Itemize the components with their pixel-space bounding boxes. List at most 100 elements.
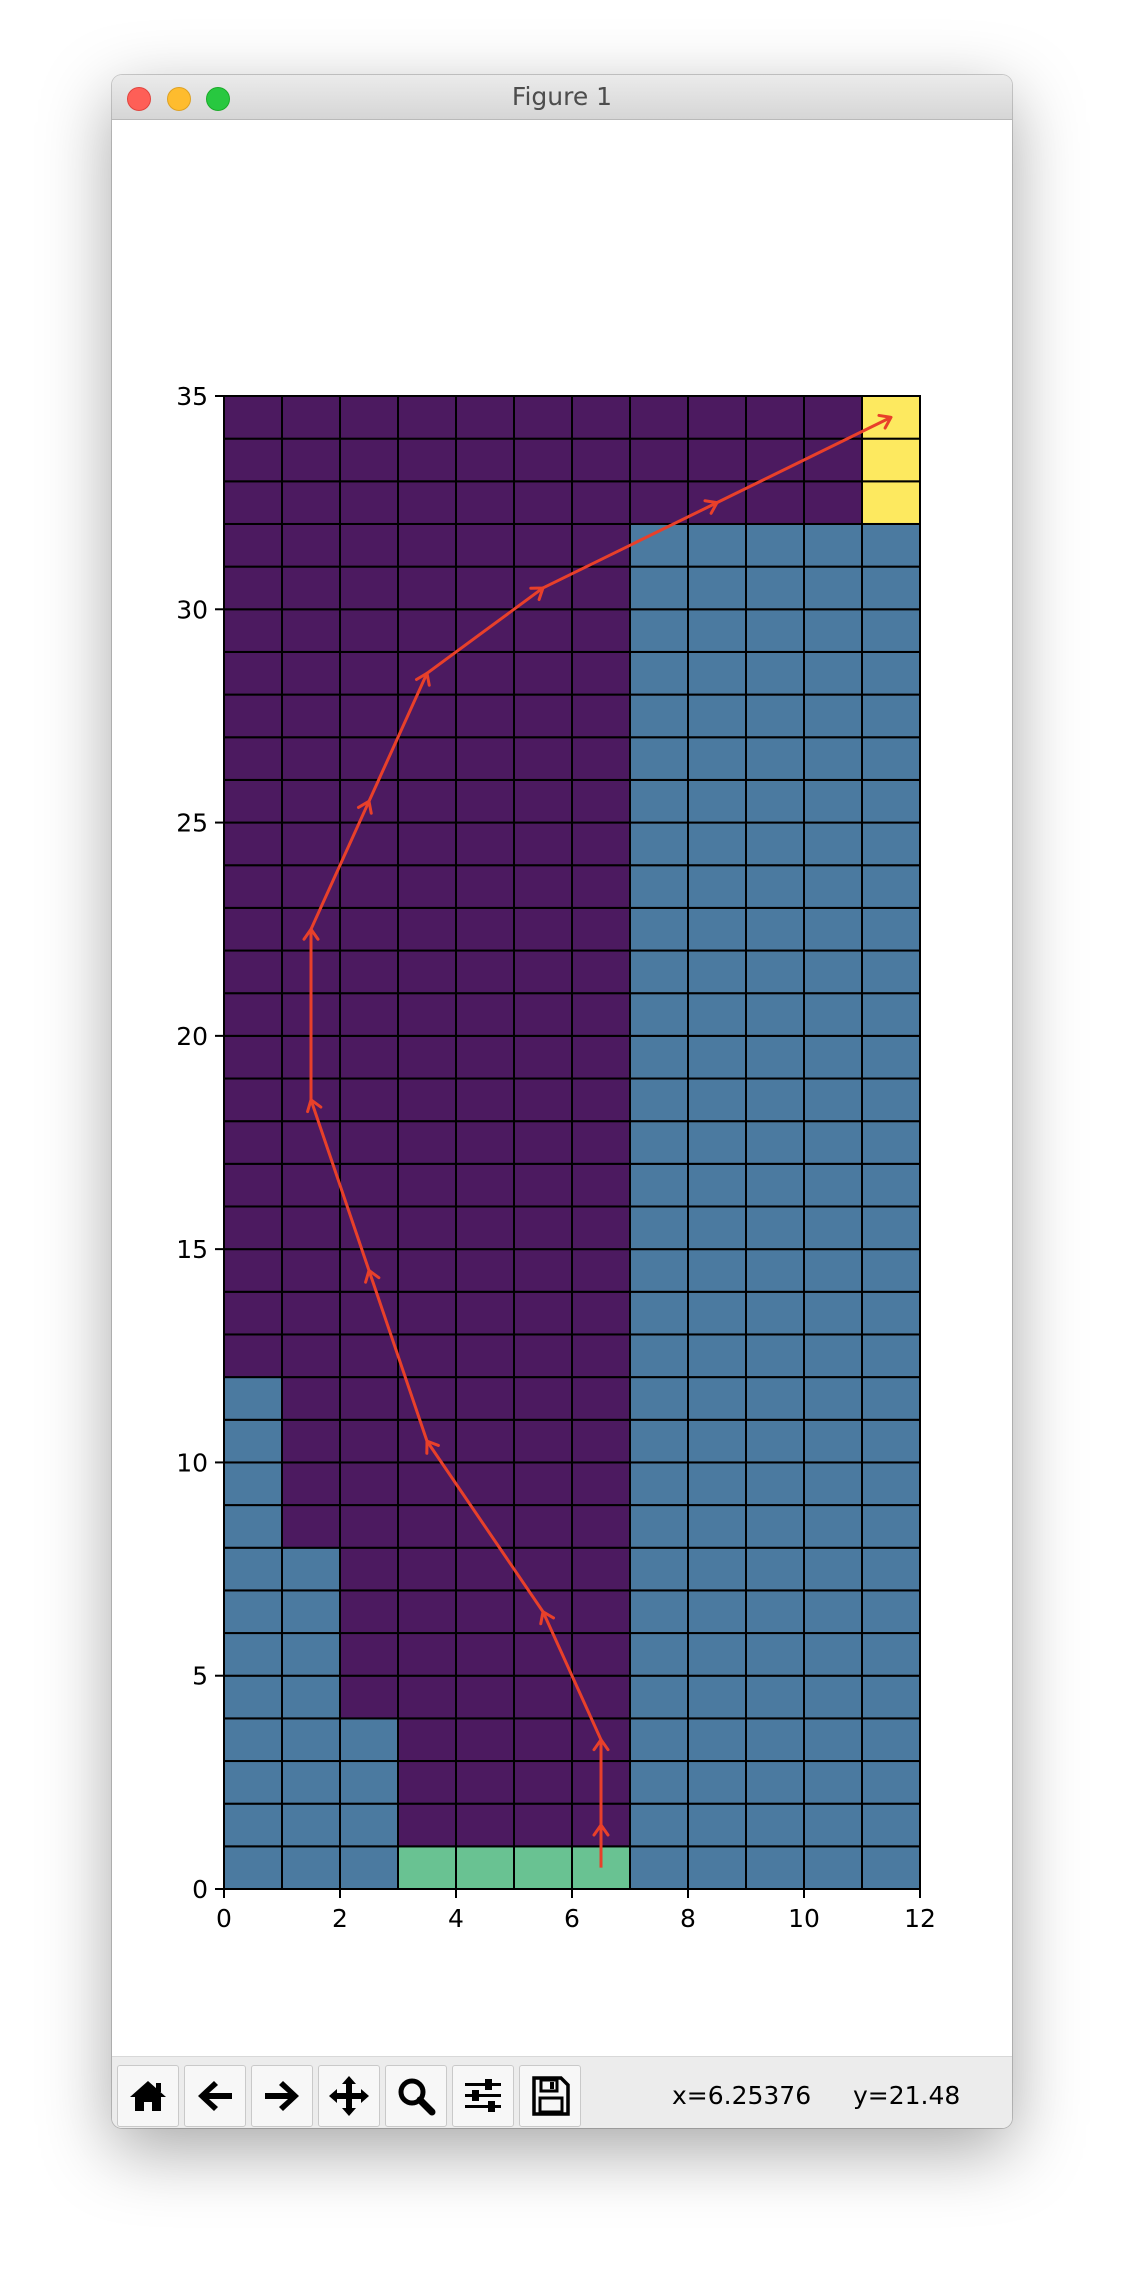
heatmap-cell-grid: [745, 1077, 805, 1123]
heatmap-cell-free: [571, 1504, 631, 1549]
heatmap-cell-grid: [803, 1376, 863, 1421]
heatmap-cell-free: [455, 1248, 515, 1293]
heatmap-cell-free: [455, 1674, 515, 1720]
heatmap-cell-grid: [629, 1589, 689, 1635]
back-button[interactable]: [184, 2065, 246, 2127]
heatmap-cell-free: [397, 480, 457, 525]
heatmap-cell-free: [513, 395, 573, 440]
heatmap-cell-free: [339, 1674, 399, 1720]
heatmap-cell-grid: [861, 821, 921, 867]
heatmap-cell-grid: [745, 1461, 805, 1507]
heatmap-cell-free: [397, 1290, 457, 1336]
heatmap-cell-free: [571, 565, 631, 611]
heatmap-cell-free: [339, 650, 399, 696]
heatmap-cell-free: [223, 992, 283, 1037]
heatmap-cell-grid: [745, 1589, 805, 1635]
heatmap-cell-free: [513, 1418, 573, 1464]
heatmap-cell-grid: [629, 949, 689, 995]
heatmap-cell-free: [455, 565, 515, 611]
heatmap-cell-grid: [687, 608, 747, 653]
heatmap-cell-grid: [629, 1418, 689, 1464]
heatmap-cell-free: [455, 864, 515, 909]
zoom-icon: [398, 2078, 436, 2116]
heatmap-cell-free: [281, 437, 341, 483]
heatmap-cell-grid: [745, 1546, 805, 1592]
heatmap-cell-free: [513, 864, 573, 909]
heatmap-cell-grid: [745, 949, 805, 995]
heatmap-cell-grid: [687, 864, 747, 909]
heatmap-cell-free: [629, 437, 689, 483]
heatmap-cell-grid: [629, 1162, 689, 1208]
heatmap-cell-free: [397, 906, 457, 952]
heatmap-cell-grid: [687, 736, 747, 781]
heatmap-cell-free: [455, 1802, 515, 1848]
heatmap-cell-grid: [687, 522, 747, 568]
heatmap-cell-grid: [339, 1845, 399, 1891]
heatmap-cell-grid: [687, 1376, 747, 1421]
heatmap-cell-free: [571, 821, 631, 867]
heatmap-cell-grid: [629, 736, 689, 781]
save-icon: [532, 2076, 570, 2116]
heatmap-cell-free: [571, 1077, 631, 1123]
heatmap-cell-free: [455, 906, 515, 952]
heatmap-cell-grid: [803, 1674, 863, 1720]
heatmap-cell-grid: [861, 693, 921, 739]
heatmap-cell-grid: [629, 992, 689, 1037]
heatmap-cell-free: [455, 395, 515, 440]
heatmap-cell-grid: [629, 1674, 689, 1720]
heatmap-cell-free: [455, 949, 515, 995]
forward-button[interactable]: [251, 2065, 313, 2127]
heatmap-cell-grid: [803, 1333, 863, 1379]
heatmap-cell-grid: [223, 1589, 283, 1635]
heatmap-cell-grid: [687, 949, 747, 995]
minimize-button[interactable]: [167, 87, 191, 111]
heatmap-cell-grid: [861, 1120, 921, 1165]
heatmap-cell-free: [339, 1546, 399, 1592]
heatmap-cell-free: [339, 480, 399, 525]
heatmap-cell-grid: [687, 1077, 747, 1123]
heatmap-cell-free: [281, 608, 341, 653]
heatmap-cell-free: [513, 1674, 573, 1720]
heatmap-cell-grid: [803, 1248, 863, 1293]
x-tick-label: 2: [332, 1904, 348, 1933]
heatmap-cell-free: [223, 1077, 283, 1123]
heatmap-cell-free: [571, 1589, 631, 1635]
save-button[interactable]: [519, 2065, 581, 2127]
heatmap-cell-grid: [745, 821, 805, 867]
configure-subplots-button[interactable]: [452, 2065, 514, 2127]
heatmap-cell-grid: [223, 1546, 283, 1592]
heatmap-cell-free: [513, 437, 573, 483]
heatmap-cell-grid: [629, 864, 689, 909]
heatmap-cell-free: [397, 1504, 457, 1549]
zoom-button[interactable]: [385, 2065, 447, 2127]
heatmap-cell-free: [571, 1162, 631, 1208]
heatmap-cell-grid: [861, 1845, 921, 1891]
heatmap-cell-free: [397, 1760, 457, 1805]
heatmap-cell-free: [803, 395, 863, 440]
heatmap-cell-free: [281, 1504, 341, 1549]
configure-subplots-icon: [465, 2079, 501, 2112]
zoom-window-button[interactable]: [206, 87, 230, 111]
y-tick-label: 5: [192, 1662, 208, 1691]
close-button[interactable]: [127, 87, 151, 111]
title-bar[interactable]: Figure 1: [112, 75, 1012, 120]
heatmap-cell-grid: [803, 1290, 863, 1336]
heatmap-cell-free: [513, 650, 573, 696]
heatmap-cell-free: [571, 1290, 631, 1336]
heatmap-cell-free: [223, 1205, 283, 1251]
heatmap-cell-free: [513, 1802, 573, 1848]
heatmap-cell-grid: [687, 1034, 747, 1080]
heatmap-cell-free: [223, 1162, 283, 1208]
heatmap-cell-free: [513, 1248, 573, 1293]
heatmap-cell-free: [223, 650, 283, 696]
pan-button[interactable]: [318, 2065, 380, 2127]
heatmap-cell-free: [223, 1120, 283, 1165]
heatmap-cell-free: [513, 1162, 573, 1208]
heatmap-cell-free: [339, 395, 399, 440]
heatmap-cell-free: [223, 1290, 283, 1336]
heatmap-cell-free: [571, 864, 631, 909]
heatmap-cell-grid: [803, 992, 863, 1037]
home-button[interactable]: [117, 2065, 179, 2127]
